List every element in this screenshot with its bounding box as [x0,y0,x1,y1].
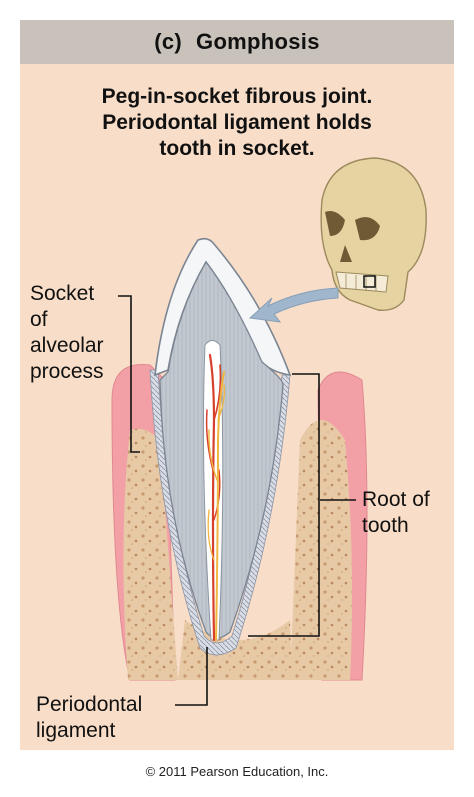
panel-label: (c) [154,29,183,54]
label-socket-4: process [30,360,104,383]
nerves-and-vessels [205,353,226,642]
label-socket-3: alveolar [30,334,104,357]
description-line-2: Periodontal ligament holds [102,111,372,134]
label-ligament-1: Periodontal [36,693,143,716]
label-socket-2: of [30,308,48,331]
description-line-3: tooth in socket. [159,137,315,160]
label-root-1: Root of [362,488,430,511]
skull-icon [320,157,427,311]
leader-lines [118,295,356,706]
description-line-1: Peg-in-socket fibrous joint. [101,85,373,108]
copyright-notice: © 2011 Pearson Education, Inc. [145,764,329,779]
periodontal-ligament [149,369,291,656]
label-root-2: tooth [362,514,409,537]
label-socket-1: Socket [30,282,95,305]
arrow-icon [248,287,339,323]
label-ligament-2: ligament [36,719,116,742]
figure-title: Gomphosis [196,29,320,54]
figure-header: (c) Gomphosis [20,20,454,64]
